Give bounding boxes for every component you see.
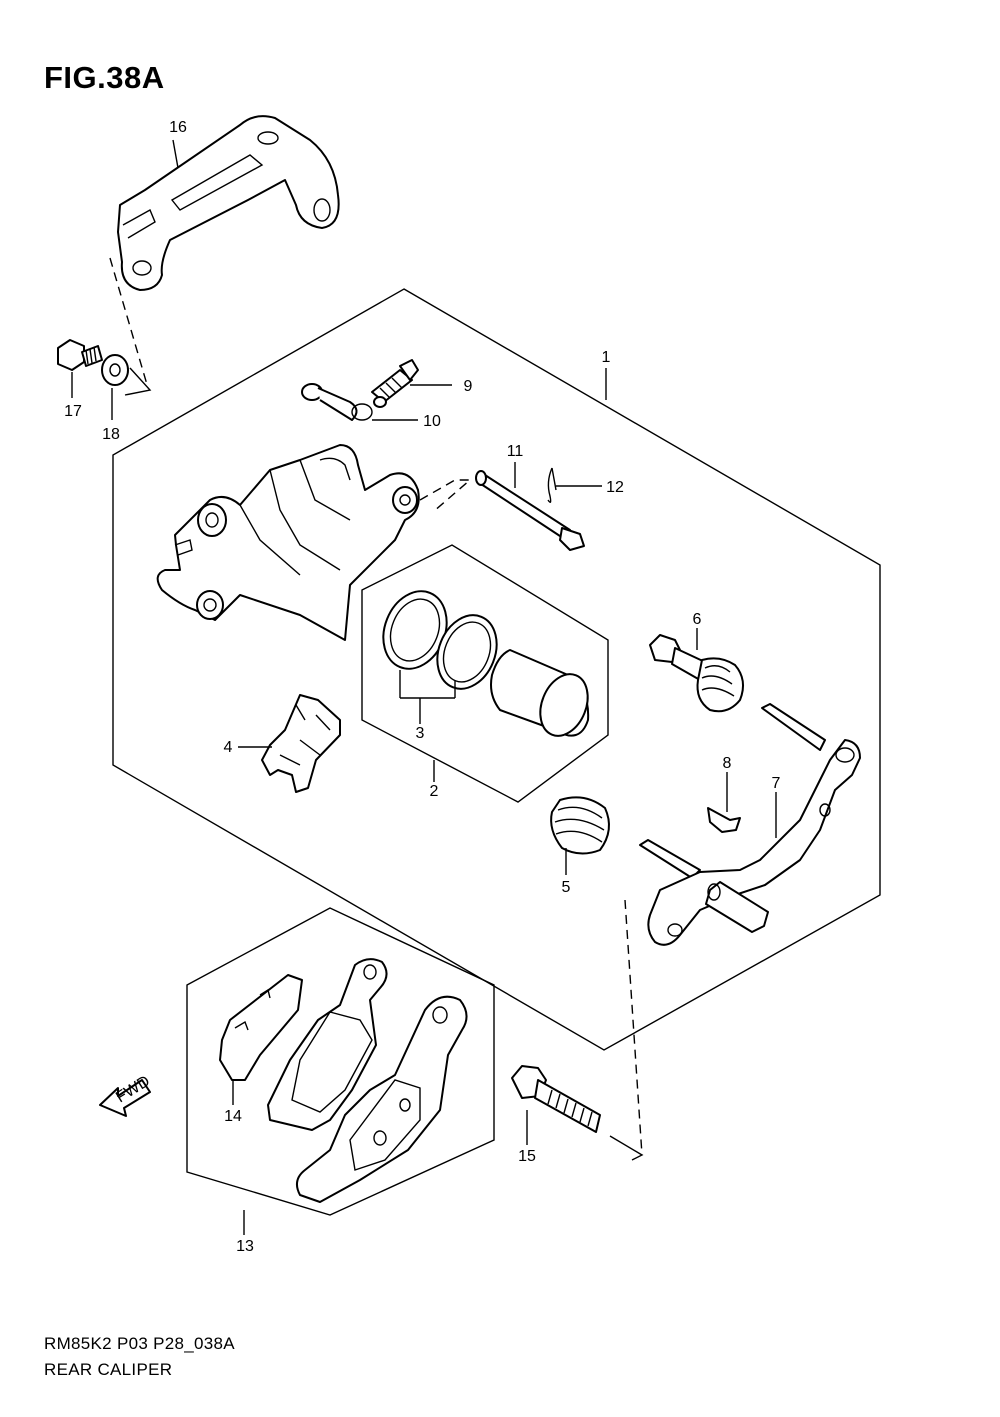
callout-15: 15 — [518, 1148, 536, 1165]
callout-2: 2 — [430, 783, 439, 800]
piston-seals — [382, 590, 498, 690]
callout-11: 11 — [507, 443, 524, 460]
pin-clip — [547, 467, 557, 503]
figure-name: REAR CALIPER — [44, 1360, 173, 1379]
callout-17: 17 — [64, 403, 82, 420]
callout-14: 14 — [224, 1108, 242, 1125]
callout-16: 16 — [169, 119, 187, 136]
callout-4: 4 — [224, 739, 233, 756]
brake-pads — [267, 958, 468, 1203]
callout-5: 5 — [562, 879, 571, 896]
bracket-link-line — [109, 257, 149, 389]
figure-code: RM85K2 P03 P28_038A — [44, 1334, 235, 1353]
bolt-link-tail — [609, 1135, 644, 1161]
caliper-pin — [475, 470, 585, 551]
callout-7: 7 — [772, 775, 781, 792]
bleeder-valve — [371, 359, 419, 408]
callout-12: 12 — [606, 479, 624, 496]
callout-8: 8 — [723, 755, 732, 772]
bracket-link-tail — [124, 367, 152, 396]
callout-3: 3 — [416, 725, 425, 742]
bushing-clip — [707, 807, 741, 833]
callout-9: 9 — [464, 378, 473, 395]
callout-labels: 1 2 3 4 5 6 7 8 9 10 11 12 13 14 15 16 1… — [64, 119, 780, 1255]
washer — [101, 354, 129, 386]
pin-link-line — [419, 479, 472, 513]
assembly-13-outline — [186, 907, 495, 1216]
slide-pin-bolt — [649, 634, 745, 713]
forward-arrow-icon: FWD — [99, 1073, 153, 1117]
rubber-boot — [550, 796, 610, 855]
bracket-bolt — [57, 339, 103, 371]
assembly-1-outline — [112, 288, 881, 1051]
callout-leaders — [71, 139, 777, 1235]
callout-13: 13 — [236, 1238, 254, 1255]
support-bracket — [639, 703, 861, 946]
assembly-2-outline — [361, 544, 609, 803]
callout-10: 10 — [423, 413, 441, 430]
bleeder-cap — [301, 383, 373, 421]
figure-title: FIG.38A — [44, 60, 165, 95]
callout-18: 18 — [102, 426, 120, 443]
flange-bolt — [511, 1065, 601, 1133]
callout-6: 6 — [693, 611, 702, 628]
bolt-link-line — [624, 899, 643, 1156]
pad-spring — [261, 694, 341, 793]
pad-shim — [219, 974, 303, 1081]
callout-1: 1 — [602, 349, 611, 366]
caliper-bracket — [117, 115, 340, 291]
caliper-body — [156, 444, 420, 641]
piston — [490, 649, 590, 737]
